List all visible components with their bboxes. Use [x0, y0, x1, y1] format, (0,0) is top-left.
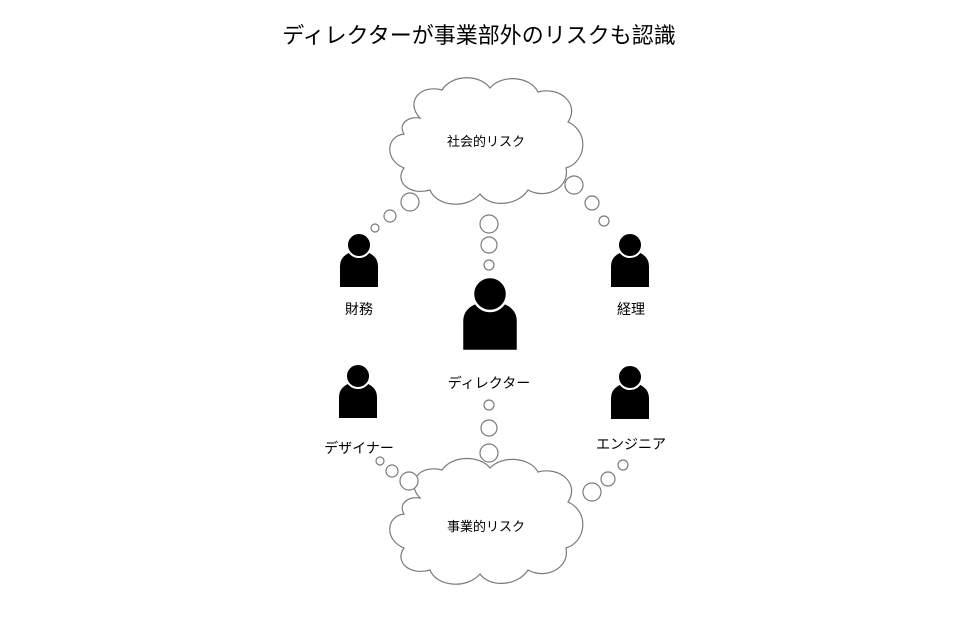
social-risk-label: 社会的リスク — [446, 135, 525, 150]
director-label: ディレクター — [447, 376, 531, 392]
thought-bubbles-finance — [370, 192, 420, 233]
finance-label: 財務 — [345, 302, 373, 318]
social-risk-cloud — [389, 77, 584, 205]
person-icon-director — [460, 275, 520, 353]
thought-bubbles-engineer — [582, 459, 629, 502]
thought-bubbles-director-top — [479, 214, 499, 271]
business-risk-label: 事業的リスク — [446, 520, 525, 535]
engineer-label: エンジニア — [596, 437, 666, 453]
thought-bubbles-designer — [375, 456, 419, 491]
person-icon-designer — [337, 363, 379, 420]
thought-bubbles-director-bottom — [479, 399, 499, 463]
person-icon-finance — [338, 232, 380, 289]
thought-bubbles-accounting — [564, 175, 610, 227]
accounting-label: 経理 — [617, 302, 645, 318]
person-icon-engineer — [609, 364, 651, 421]
designer-label: デザイナー — [324, 441, 394, 457]
person-icon-accounting — [609, 232, 651, 289]
business-risk-cloud — [389, 457, 584, 585]
diagram-title: ディレクターが事業部外のリスクも認識 — [282, 24, 676, 49]
